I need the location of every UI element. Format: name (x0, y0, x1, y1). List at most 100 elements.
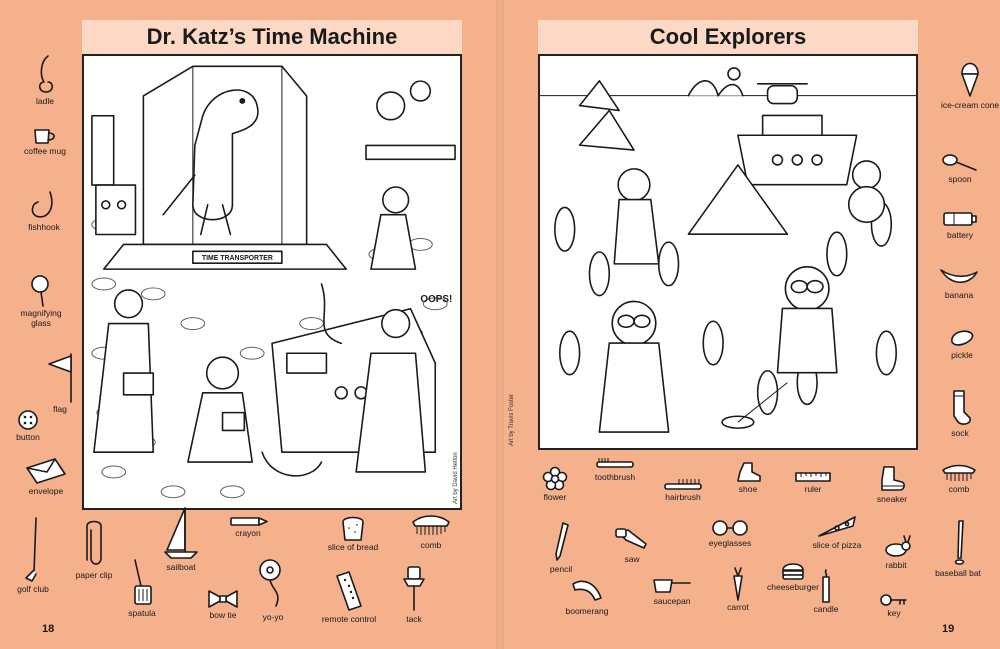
item-label: spoon (948, 174, 972, 184)
find-item-envelope[interactable]: envelope (14, 456, 78, 496)
item-label: rabbit (885, 560, 907, 570)
find-item-toothbrush[interactable]: toothbrush (584, 456, 646, 482)
item-label: sneaker (876, 494, 908, 504)
yo-yo-icon (259, 559, 281, 607)
ruler-icon (795, 472, 831, 482)
item-label: shoe (738, 484, 758, 494)
find-item-saw[interactable]: saw (610, 526, 654, 564)
find-item-magnifying-glass[interactable]: magnifying glass (12, 272, 70, 328)
item-label: eyeglasses (708, 538, 752, 548)
find-item-baseball-bat[interactable]: baseball bat (928, 518, 988, 578)
item-label: battery (947, 230, 973, 240)
flag-icon (48, 353, 72, 403)
golf-club-icon (25, 517, 37, 582)
find-item-pickle[interactable]: pickle (938, 326, 986, 360)
find-item-carrot[interactable]: carrot (718, 566, 758, 612)
find-item-saucepan[interactable]: saucepan (642, 574, 702, 606)
find-item-comb-left[interactable]: comb (400, 512, 462, 550)
find-item-sailboat[interactable]: sailboat (156, 506, 206, 572)
magnifying-glass-icon (31, 275, 49, 307)
item-label: slice of bread (327, 542, 379, 552)
remote-control-icon (336, 571, 362, 611)
find-item-slice-of-pizza[interactable]: slice of pizza (806, 514, 868, 550)
bread-icon (342, 516, 364, 541)
find-item-golf-club[interactable]: golf club (8, 514, 58, 594)
find-item-coffee-mug[interactable]: coffee mug (12, 126, 78, 156)
find-item-cheeseburger[interactable]: cheeseburger (758, 560, 828, 592)
banana-icon (940, 269, 978, 284)
find-item-button[interactable]: button (8, 408, 48, 442)
item-label: paper clip (75, 570, 113, 580)
item-label: comb (948, 484, 970, 494)
find-item-ladle[interactable]: ladle (18, 52, 72, 106)
find-item-key[interactable]: key (874, 592, 914, 618)
find-item-bow-tie[interactable]: bow tie (200, 588, 246, 620)
find-item-rabbit[interactable]: rabbit (876, 534, 916, 570)
pizza-icon (818, 516, 856, 537)
item-label: comb (420, 540, 442, 550)
sailboat-icon (164, 507, 198, 559)
item-label: baseball bat (935, 568, 981, 578)
item-label: sailboat (166, 562, 196, 572)
find-item-sneaker[interactable]: sneaker (864, 464, 920, 504)
left-page-number: 18 (42, 623, 55, 635)
oops-text: OOPS! (420, 294, 452, 305)
find-item-fishhook[interactable]: fishhook (14, 186, 74, 232)
eyeglasses-icon (712, 520, 748, 536)
item-label: bow tie (209, 610, 237, 620)
item-label: ladle (36, 96, 54, 106)
envelope-icon (26, 458, 66, 484)
candle-icon (822, 569, 830, 603)
find-item-spoon[interactable]: spoon (934, 150, 986, 184)
right-page-number: 19 (942, 623, 955, 635)
sock-icon (953, 390, 972, 425)
item-label: ruler (804, 484, 822, 494)
find-item-crayon[interactable]: crayon (220, 514, 276, 538)
time-machine-scene[interactable]: TIME TRANSPORTER OOPS! (82, 54, 462, 510)
find-item-flag[interactable]: flag (42, 352, 78, 414)
item-label: fishhook (28, 222, 60, 232)
tack-icon (403, 566, 425, 611)
bow-tie-icon (208, 590, 238, 608)
item-label: tack (406, 614, 422, 624)
key-icon (880, 594, 907, 606)
item-label: toothbrush (594, 472, 636, 482)
find-item-eyeglasses[interactable]: eyeglasses (698, 518, 762, 548)
cool-explorers-scene[interactable] (538, 54, 918, 450)
find-item-pencil[interactable]: pencil (540, 520, 582, 574)
item-label: slice of pizza (812, 540, 862, 550)
left-page-title: Dr. Katz’s Time Machine (82, 20, 462, 54)
find-item-sock[interactable]: sock (940, 388, 980, 438)
item-label: ice-cream cone (940, 100, 1000, 110)
toothbrush-icon (596, 458, 634, 468)
find-item-slice-of-bread[interactable]: slice of bread (320, 514, 386, 552)
cheeseburger-icon (782, 563, 804, 580)
find-item-remote-control[interactable]: remote control (316, 570, 382, 624)
item-label: envelope (28, 486, 64, 496)
find-item-comb-right[interactable]: comb (934, 462, 984, 494)
item-label: saw (624, 554, 640, 564)
paper-clip-icon (86, 520, 102, 565)
find-item-battery[interactable]: battery (932, 208, 988, 240)
item-label: candle (813, 604, 839, 614)
saucepan-icon (653, 579, 691, 593)
pencil-icon (555, 522, 569, 561)
pickle-icon (951, 330, 974, 346)
find-item-shoe[interactable]: shoe (728, 460, 768, 494)
item-label: magnifying glass (20, 308, 62, 328)
find-item-tack[interactable]: tack (396, 564, 432, 624)
find-item-spatula[interactable]: spatula (118, 558, 166, 618)
find-item-hairbrush[interactable]: hairbrush (656, 478, 710, 502)
item-label: sock (951, 428, 969, 438)
left-page: Dr. Katz’s Time Machine (8, 20, 462, 635)
find-item-yo-yo[interactable]: yo-yo (254, 556, 292, 622)
find-item-banana[interactable]: banana (930, 264, 988, 300)
find-item-flower[interactable]: flower (530, 466, 580, 502)
find-item-ice-cream-cone[interactable]: ice-cream cone (940, 56, 1000, 110)
item-label: golf club (17, 584, 49, 594)
find-item-paper-clip[interactable]: paper clip (70, 520, 118, 580)
find-item-candle[interactable]: candle (806, 568, 846, 614)
find-item-boomerang[interactable]: boomerang (554, 576, 620, 616)
find-item-ruler[interactable]: ruler (790, 470, 836, 494)
item-label: spatula (128, 608, 156, 618)
